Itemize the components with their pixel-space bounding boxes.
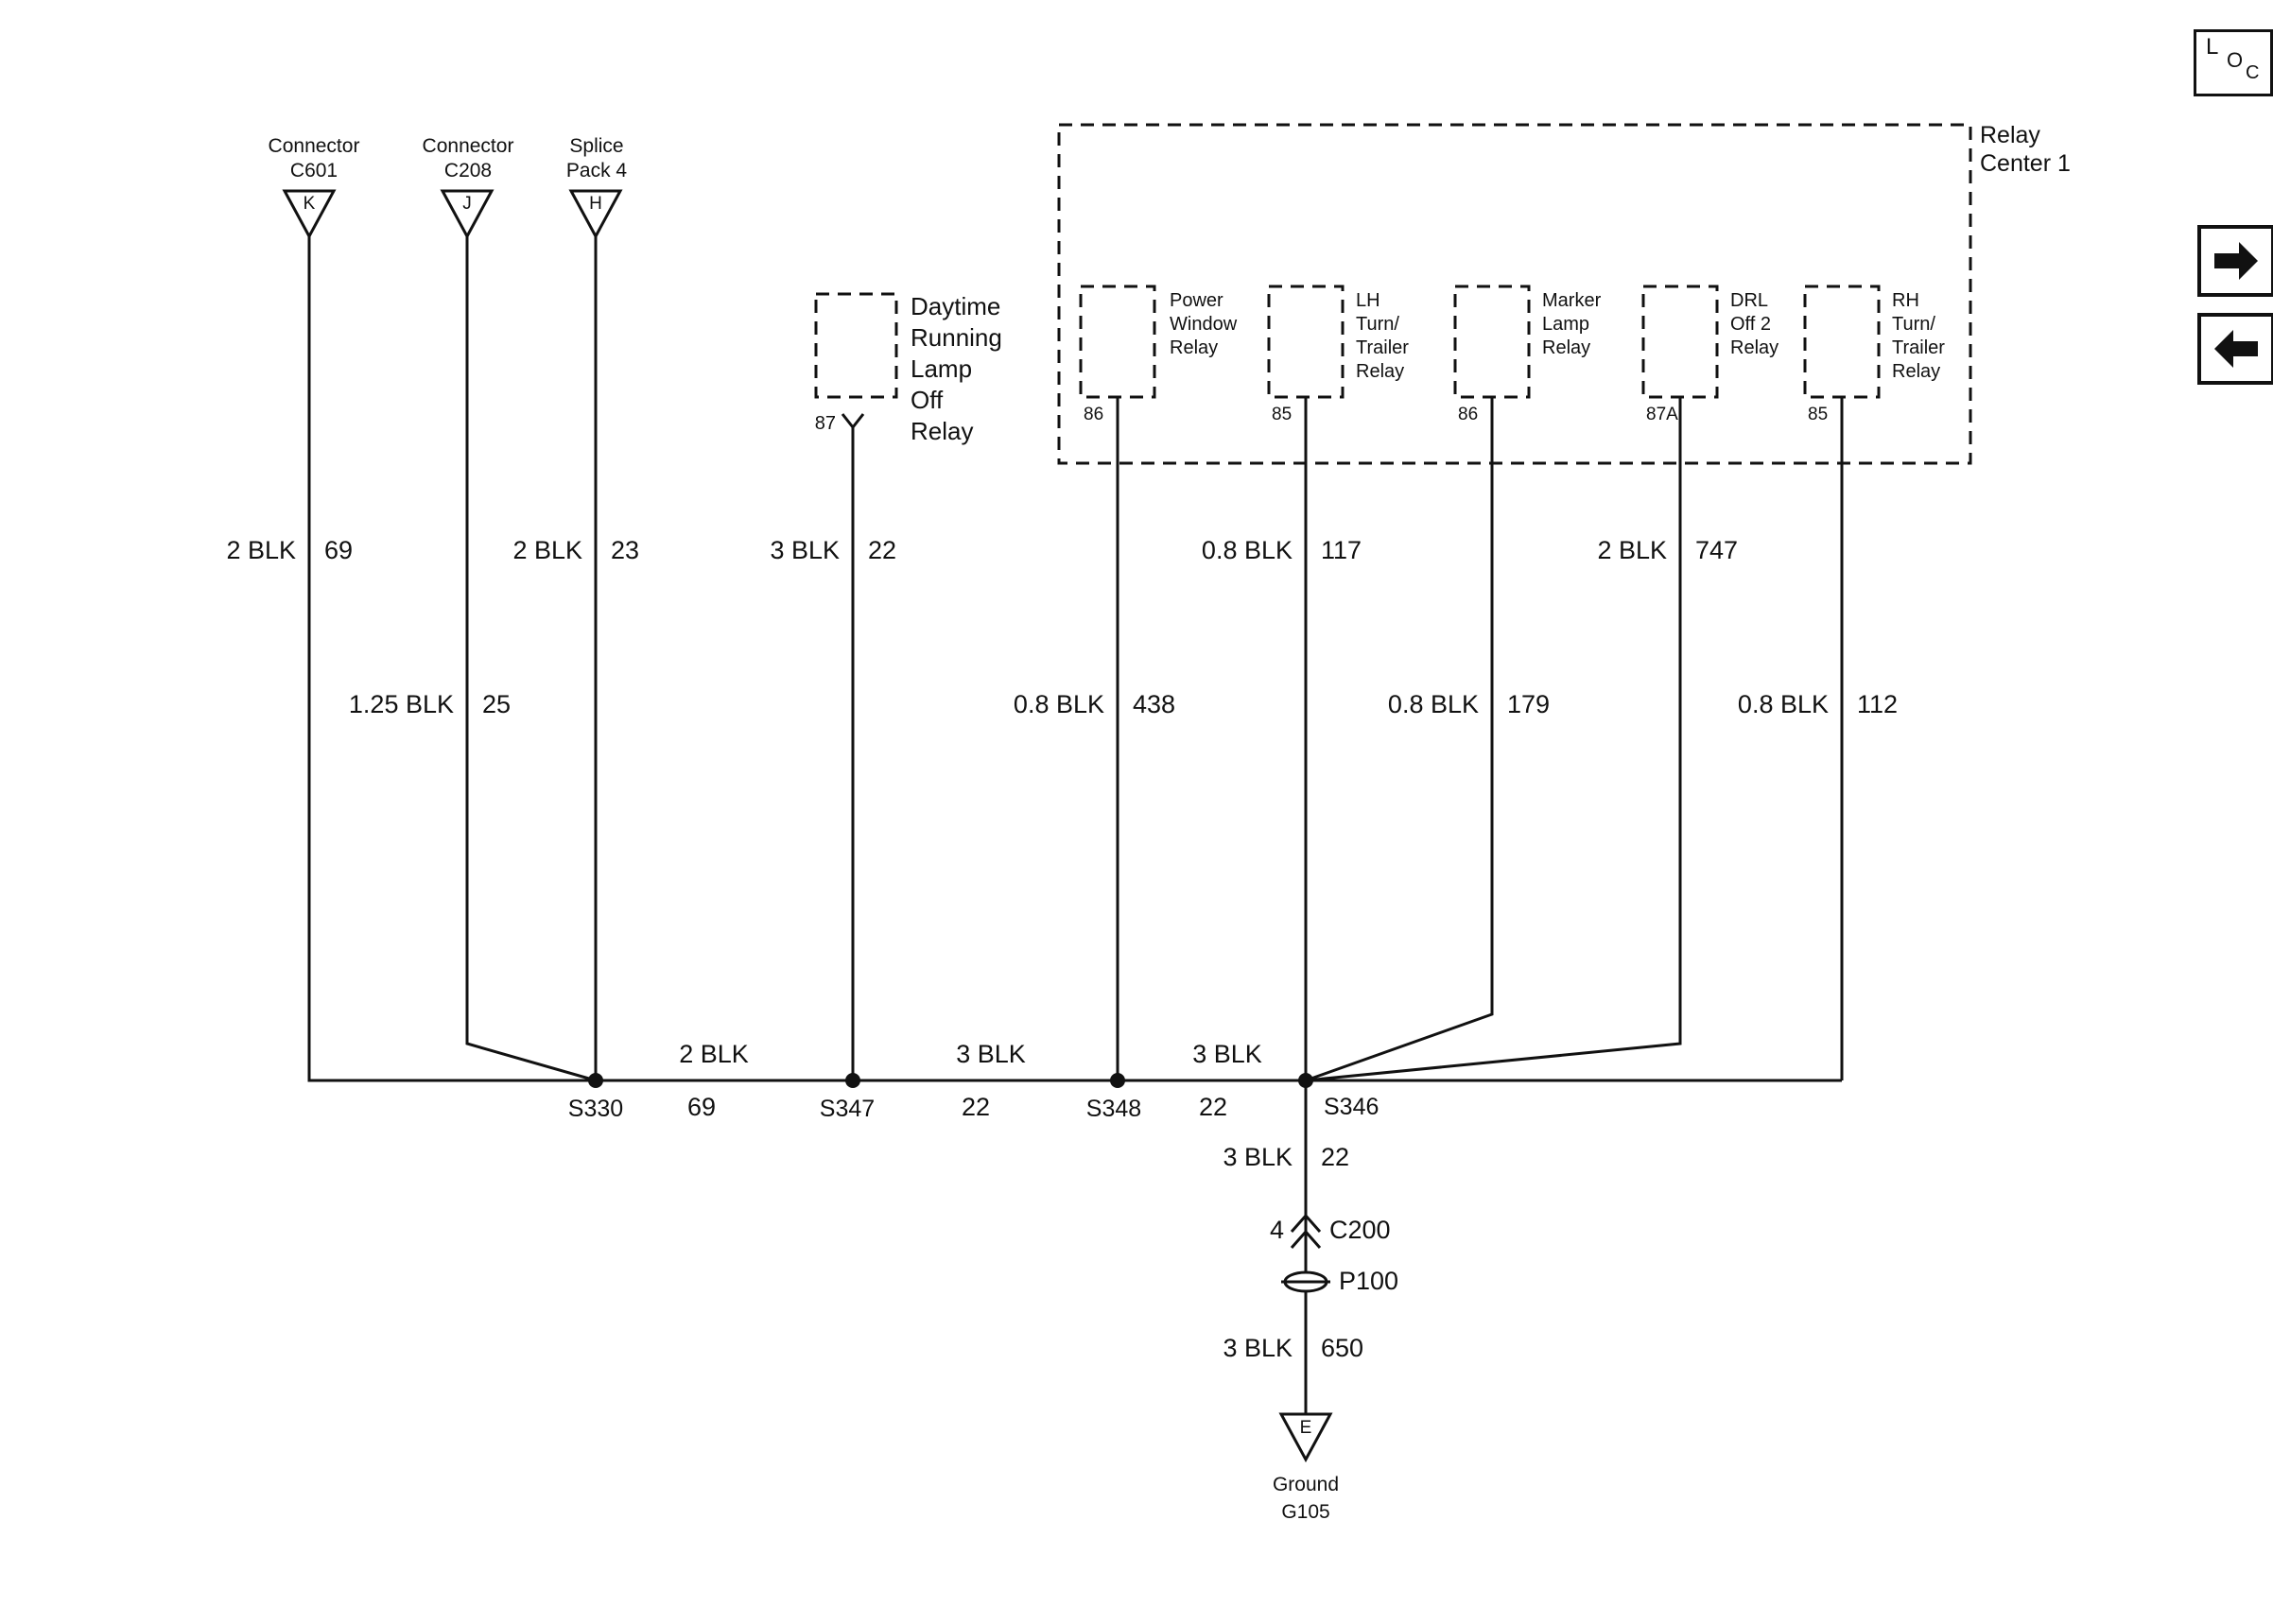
loc-letter-o: O	[2227, 48, 2244, 72]
bus-circuit-seg3: 22	[1198, 1093, 1228, 1121]
wire-c601-to-bus	[307, 236, 1842, 1082]
splice-s330-dot	[588, 1073, 603, 1088]
splice-label-s348: S348	[1085, 1096, 1142, 1122]
splice-label-s330: S330	[567, 1096, 624, 1122]
splice-label-s347: S347	[819, 1096, 876, 1122]
drl-relay-label: Daytime Running Lamp Off Relay	[911, 292, 1002, 445]
connector-j-pin-letter: J	[462, 194, 472, 214]
ground-e-triangle-icon	[1278, 1412, 1333, 1463]
wire-c208-to-s330	[465, 236, 597, 1082]
dashed-boxes-group	[814, 123, 1972, 465]
connector-h-triangle-icon	[568, 189, 623, 240]
connector-j-triangle-icon	[440, 189, 495, 240]
splice-pack4-label: Splice Pack 4	[565, 135, 628, 181]
wire-circuit-ground1: 22	[1321, 1143, 1350, 1171]
connector-c208-label: Connector C208	[422, 135, 514, 181]
connector-c601-label: Connector C601	[268, 135, 360, 181]
wire-drloff2-87a-to-s346	[1305, 397, 1682, 1082]
c200-inline-connector-icon	[1290, 1213, 1322, 1249]
bus-gauge-seg2: 3 BLK	[956, 1040, 1026, 1068]
wire-gauge-ground1: 3 BLK	[1223, 1143, 1293, 1171]
relay-pin-marker-lamp: 86	[1458, 405, 1479, 424]
ground-pin-letter: E	[1299, 1418, 1312, 1438]
c200-label: C200	[1329, 1216, 1391, 1244]
bus-gauge-seg1: 2 BLK	[679, 1040, 749, 1068]
relay-pin-power-window: 86	[1084, 405, 1104, 424]
wire-gauge-pw86: 0.8 BLK	[1013, 690, 1104, 718]
drl87-terminal-chevron-icon	[841, 413, 865, 430]
loc-letter-c: C	[2246, 62, 2260, 83]
back-arrow-icon	[2214, 330, 2258, 368]
wire-circuit-c601: 69	[324, 536, 354, 564]
wire-circuit-marker86: 179	[1507, 690, 1551, 718]
drl-relay-pin: 87	[814, 413, 836, 434]
wire-gauge-rh85: 0.8 BLK	[1737, 690, 1829, 718]
bus-gauge-seg3: 3 BLK	[1192, 1040, 1262, 1068]
lh-turn-trailer-relay-box	[1267, 285, 1345, 399]
relay-label-drl-off2: DRL Off 2 Relay	[1730, 290, 1779, 358]
splice-dots-group	[588, 1073, 1313, 1088]
wire-circuit-lh85: 117	[1321, 536, 1362, 564]
relay-label-marker-lamp: Marker Lamp Relay	[1542, 290, 1602, 358]
relay-label-lh-turn-trailer: LH Turn/ Trailer Relay	[1356, 290, 1409, 382]
connector-h-pin-letter: H	[589, 194, 602, 214]
connector-k-pin-letter: K	[303, 194, 316, 214]
loc-button[interactable]: L O C	[2194, 29, 2273, 96]
wire-circuit-pw86: 438	[1133, 690, 1176, 718]
bus-circuit-seg2: 22	[961, 1093, 991, 1121]
connector-k-triangle-icon	[282, 189, 337, 240]
wire-circuit-ground2: 650	[1321, 1334, 1364, 1362]
wire-gauge-ground2: 3 BLK	[1223, 1334, 1293, 1362]
power-window-relay-box	[1079, 285, 1156, 399]
wire-gauge-c601: 2 BLK	[226, 536, 296, 564]
ground-name-label: Ground	[1272, 1474, 1340, 1495]
ground-id-label: G105	[1281, 1501, 1330, 1523]
bus-circuit-seg1: 69	[686, 1093, 717, 1121]
splice-label-s346: S346	[1324, 1094, 1379, 1120]
relay-label-rh-turn-trailer: RH Turn/ Trailer Relay	[1892, 290, 1945, 382]
splice-s346-dot	[1298, 1073, 1313, 1088]
wires-group	[307, 236, 1844, 1414]
wire-gauge-drl87: 3 BLK	[770, 536, 840, 564]
relay-center-title: Relay Center 1	[1980, 122, 2071, 177]
rh-turn-trailer-relay-box	[1803, 285, 1881, 399]
marker-lamp-relay-box	[1453, 285, 1531, 399]
wire-gauge-lh85: 0.8 BLK	[1201, 536, 1293, 564]
wire-circuit-drloff87a: 747	[1695, 536, 1739, 564]
wire-gauge-marker86: 0.8 BLK	[1387, 690, 1479, 718]
drl-relay-box	[814, 292, 898, 399]
forward-arrow-icon	[2214, 242, 2258, 280]
relay-pin-drl-off2: 87A	[1646, 405, 1678, 424]
wire-circuit-splicepack4: 23	[611, 536, 640, 564]
relay-pin-lh-turn: 85	[1272, 405, 1293, 424]
relay-label-power-window: Power Window Relay	[1170, 290, 1238, 358]
symbols-group	[282, 189, 1333, 1463]
drl-off2-relay-box	[1641, 285, 1719, 399]
splice-s347-dot	[845, 1073, 860, 1088]
c200-pin-label: 4	[1269, 1216, 1284, 1244]
relay-pin-rh-turn: 85	[1808, 405, 1829, 424]
p100-label: P100	[1339, 1267, 1399, 1295]
wire-circuit-rh85: 112	[1857, 690, 1899, 718]
wire-circuit-c208: 25	[482, 690, 512, 718]
wire-markerlamp86-to-s346	[1305, 397, 1494, 1082]
loc-letter-l: L	[2206, 34, 2219, 60]
wire-gauge-splicepack4: 2 BLK	[512, 536, 582, 564]
back-button[interactable]	[2197, 313, 2273, 385]
splice-s348-dot	[1110, 1073, 1125, 1088]
forward-button[interactable]	[2197, 225, 2273, 297]
wire-gauge-c208: 1.25 BLK	[348, 690, 454, 718]
relay-center-boundary	[1057, 123, 1972, 465]
wire-circuit-drl87: 22	[868, 536, 897, 564]
wire-gauge-drloff87a: 2 BLK	[1597, 536, 1667, 564]
